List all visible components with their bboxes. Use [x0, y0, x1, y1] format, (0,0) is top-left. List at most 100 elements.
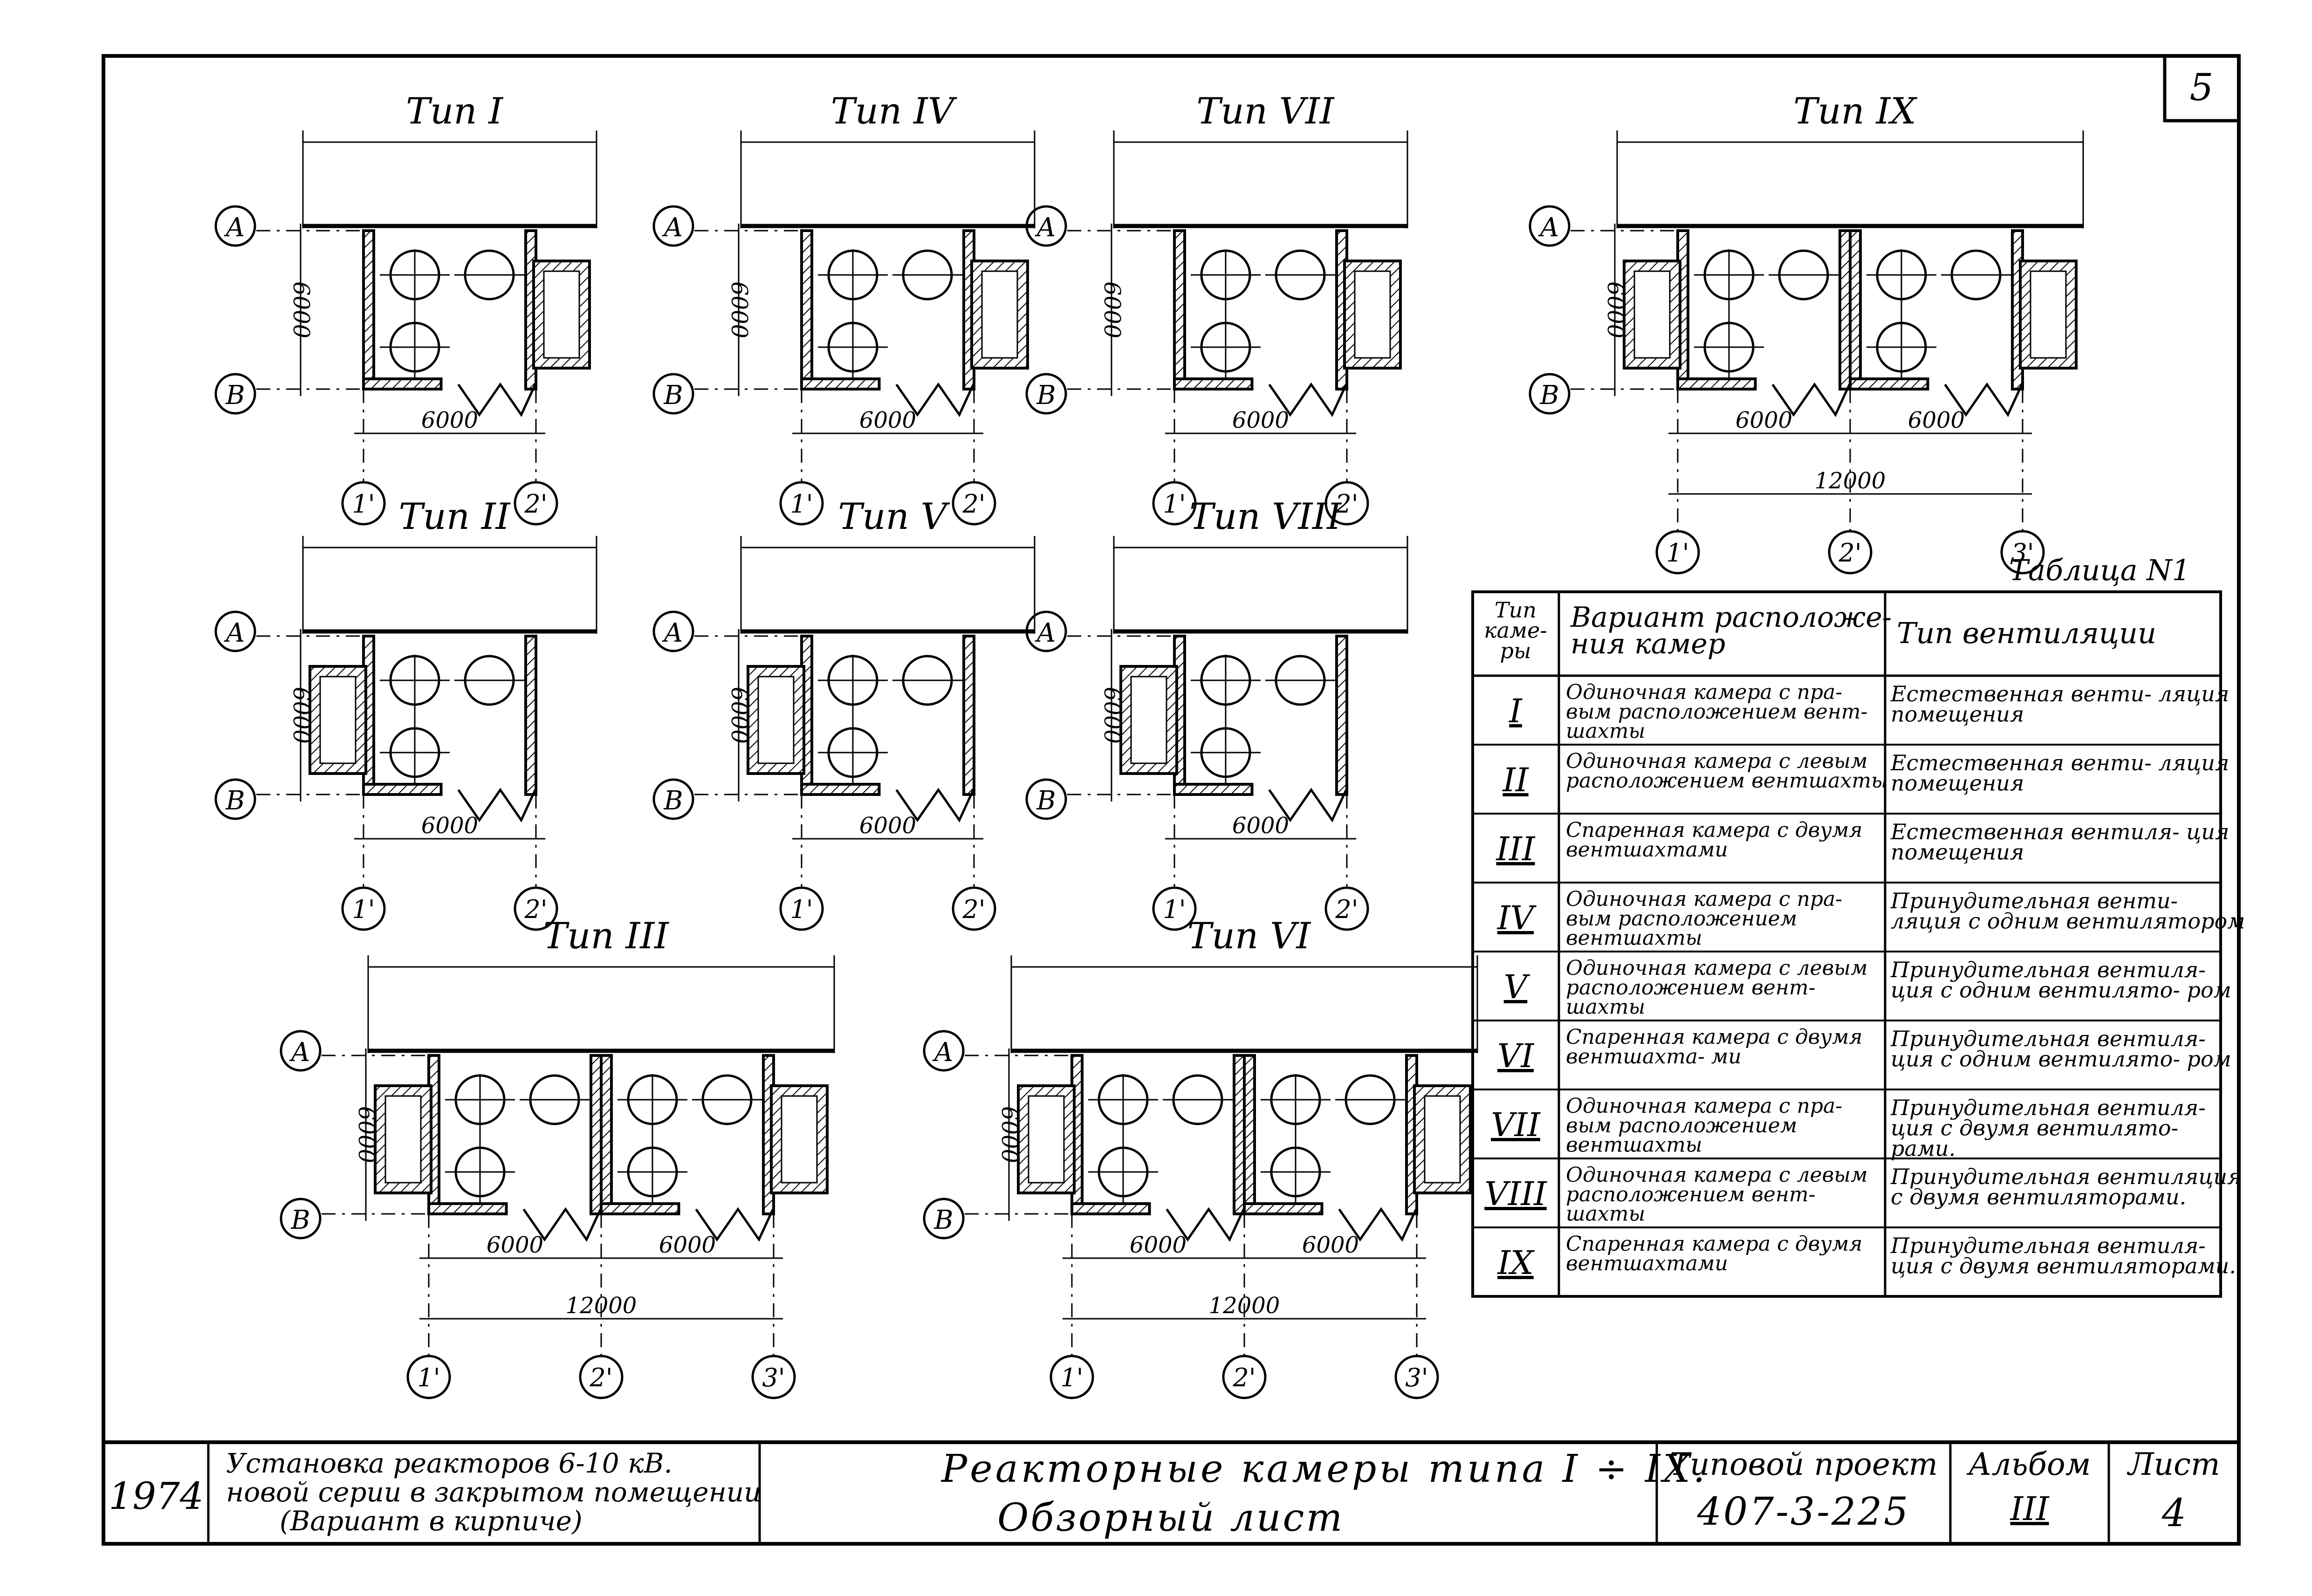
vent-shaft-inner	[543, 270, 580, 359]
axis-marker	[779, 481, 824, 526]
cell-wall-left	[1849, 229, 1862, 390]
axis-b-label: В	[1036, 380, 1056, 411]
axis-marker	[952, 481, 996, 526]
axis-marker	[1152, 481, 1197, 526]
axis-b-marker	[1025, 778, 1067, 820]
axis-label: 1'	[1163, 489, 1186, 519]
vent-shaft	[747, 665, 805, 775]
axis-marker	[514, 481, 558, 526]
vent-shaft	[1413, 1084, 1472, 1194]
door-swing	[457, 382, 536, 418]
cell-wall-right	[590, 1054, 603, 1215]
vent-shaft	[970, 260, 1029, 370]
table-cell-type: IV	[1496, 899, 1537, 937]
axis-a-marker	[214, 610, 256, 652]
cell-wall-right	[962, 635, 975, 796]
axis-marker	[1222, 1355, 1267, 1399]
vertical-dimension-label: 6000	[726, 281, 752, 338]
horizontal-dimension-label: 6000	[421, 407, 478, 433]
axis-label: 1'	[352, 895, 375, 924]
album-number: III	[2010, 1490, 2050, 1528]
vertical-dimension-label: 6000	[288, 281, 314, 338]
vent-shaft-inner	[781, 1095, 818, 1184]
axis-label: 1'	[790, 895, 813, 924]
axis-a-marker	[652, 610, 694, 652]
axis-label: 2'	[1232, 1363, 1255, 1392]
horizontal-dimension-label: 6000	[421, 813, 478, 839]
axis-a-label: А	[1035, 212, 1056, 243]
cell-wall-bottom	[800, 377, 881, 390]
door-swing	[1268, 382, 1347, 418]
sheet-value: 4	[2161, 1491, 2186, 1535]
axis-label: 1'	[352, 489, 375, 519]
axis-a-marker	[214, 205, 256, 247]
plan-title: Тип V	[838, 496, 950, 538]
axis-b-label: В	[1036, 786, 1056, 816]
reactor-cell	[800, 229, 975, 418]
cell-wall-bottom	[1173, 783, 1254, 796]
plan-title: Тип I	[406, 90, 504, 132]
project-desc-line-3: (Вариант в кирпиче)	[280, 1505, 583, 1537]
axis-b-marker	[923, 1198, 965, 1240]
table-cell-variant: Одиночная камера с пра-вым расположением…	[1566, 680, 1867, 743]
table-cell-type: I	[1508, 692, 1523, 730]
cell-wall-bottom	[1173, 377, 1254, 390]
vent-shaft-inner	[1130, 676, 1167, 764]
project-number: 407-3-225	[1697, 1490, 1910, 1534]
vent-shaft-inner	[1028, 1095, 1065, 1184]
axis-a-marker	[280, 1030, 322, 1072]
cell-wall-left	[1173, 229, 1186, 390]
axis-label: 2'	[524, 895, 547, 924]
axis-marker	[1324, 886, 1369, 931]
door-swing	[522, 1207, 602, 1242]
vent-shaft-inner	[981, 270, 1018, 359]
horizontal-dimension-label: 6000	[1908, 407, 1965, 433]
vent-shaft	[1623, 260, 1681, 370]
axis-b-label: В	[933, 1205, 953, 1235]
axis-label: 1'	[417, 1363, 440, 1392]
vent-shaft	[1017, 1084, 1076, 1194]
table-border	[1471, 590, 2222, 1298]
cell-wall-bottom	[1676, 377, 1757, 390]
axis-a-label: А	[289, 1037, 310, 1068]
reactor-cell	[362, 229, 537, 418]
axis-marker	[579, 1355, 624, 1399]
axis-a-label: А	[224, 618, 245, 648]
axis-label: 3'	[1405, 1363, 1428, 1392]
plan-title: Тип IX	[1793, 90, 1918, 132]
plan-title: Тип II	[399, 496, 511, 538]
cell-wall-right	[1335, 635, 1348, 796]
axis-marker	[952, 886, 996, 931]
sheet-title-line-1: Реакторные камеры типа I ÷ IX.	[940, 1447, 1708, 1491]
cell-wall-bottom	[362, 377, 443, 390]
table-cell-ventilation: Принудительная вентиля-ция с двумя венти…	[1890, 1095, 2206, 1161]
axis-label: 1'	[1163, 895, 1186, 924]
cell-wall-right	[1233, 1054, 1246, 1215]
axis-b-marker	[652, 373, 694, 415]
axis-b-label: В	[663, 786, 683, 816]
cell-wall-left	[800, 229, 813, 390]
project-label: Типовой проект	[1669, 1446, 1938, 1482]
axis-label: 3'	[762, 1363, 785, 1392]
table-cell-type: VIII	[1484, 1175, 1547, 1213]
sheet-number-box: 5	[2163, 54, 2241, 123]
table-row: I Одиночная камера с пра-вым расположение…	[1508, 680, 2229, 743]
plan-title: Тип VIII	[1189, 496, 1342, 538]
axis-label: 2'	[1838, 538, 1861, 568]
reactor-cell	[1173, 635, 1348, 823]
sheet-number: 5	[2190, 66, 2214, 109]
vent-shaft-inner	[1633, 270, 1671, 359]
plan-title: Тип III	[543, 915, 670, 957]
